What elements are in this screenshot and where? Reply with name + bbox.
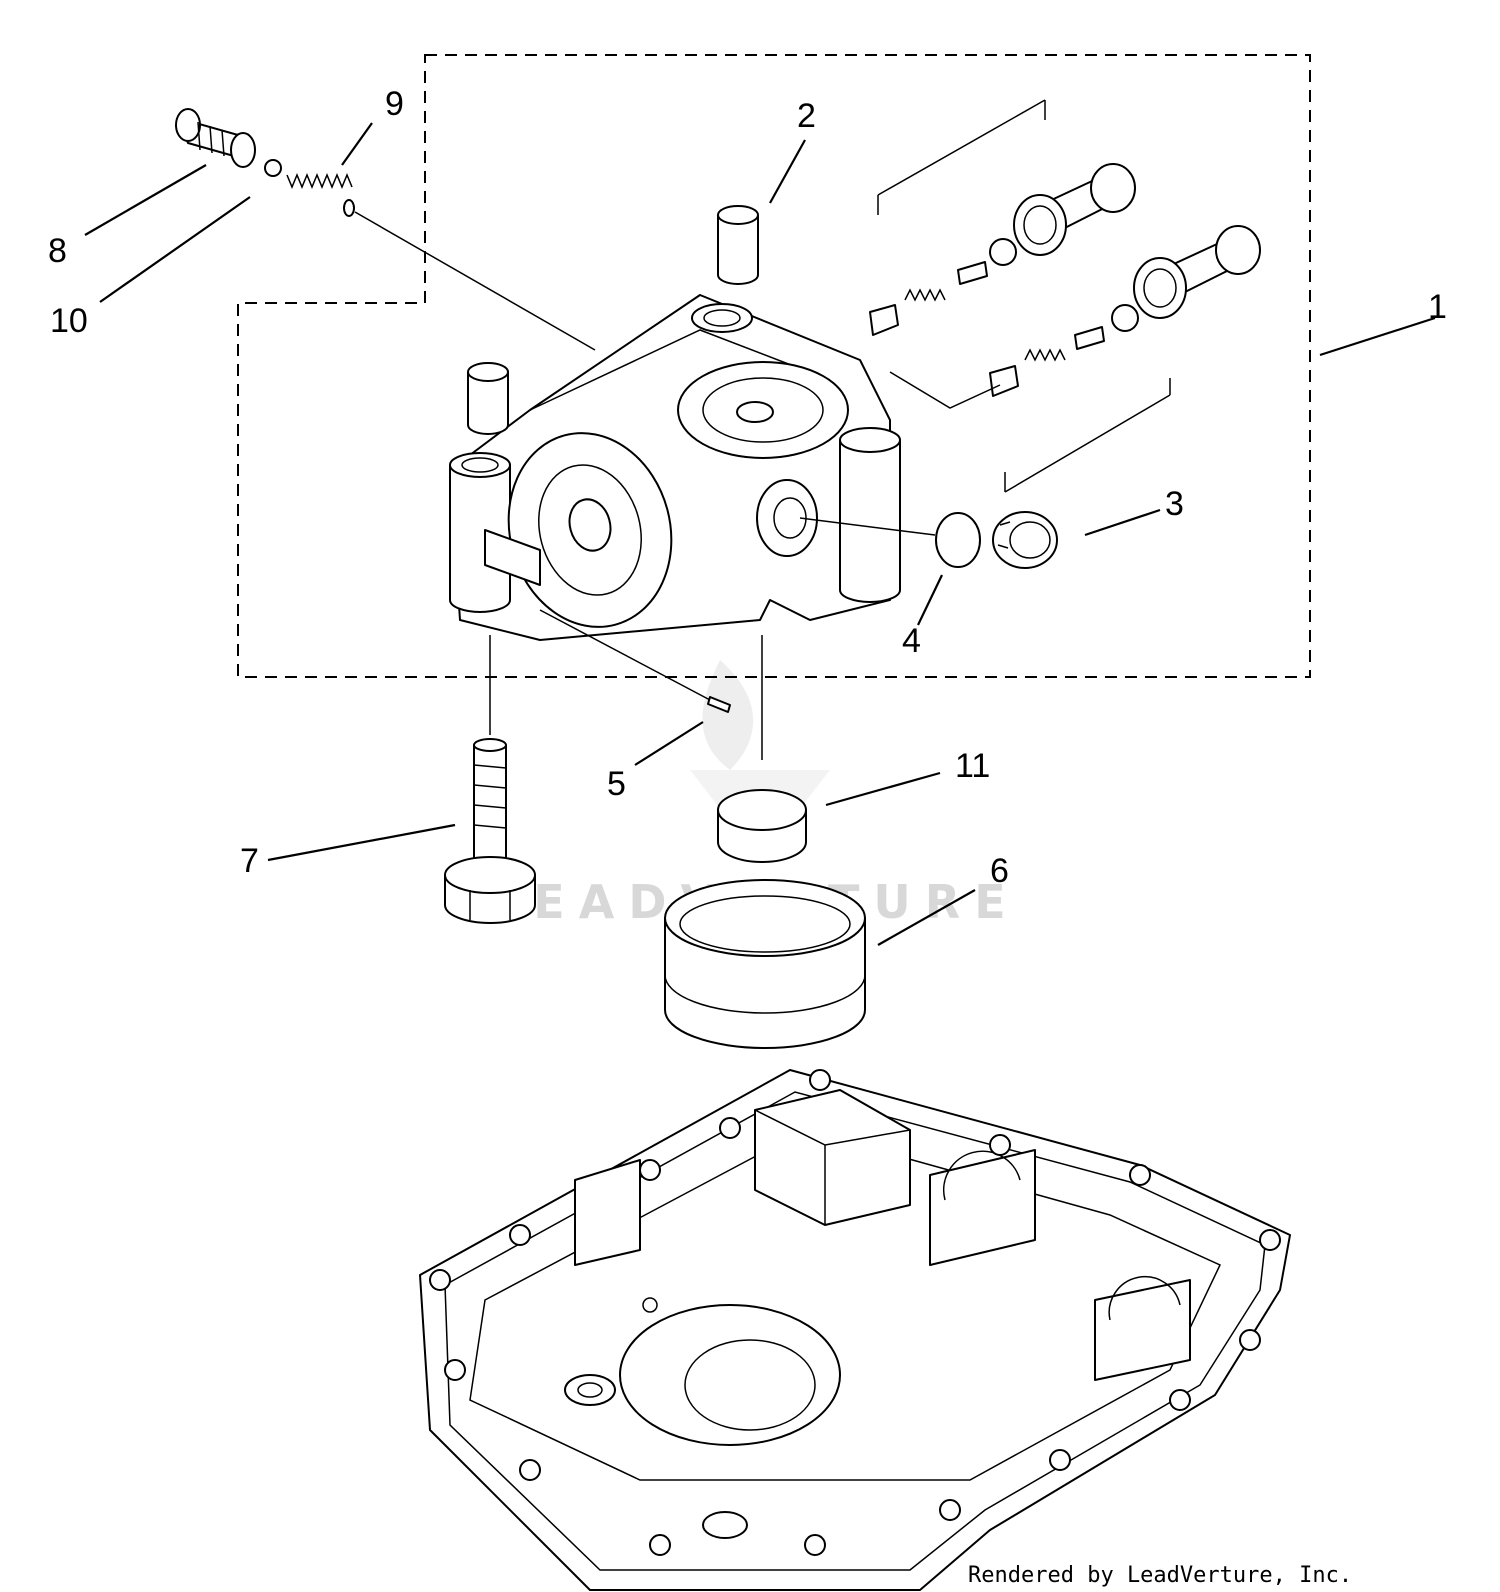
callout-9: 9 (385, 85, 404, 123)
relief-plug-8 (175, 108, 256, 168)
seal-6 (664, 879, 866, 1049)
lower-housing (419, 1069, 1291, 1591)
valve-axis-line (889, 371, 1001, 409)
render-credit: Rendered by LeadVerture, Inc. (968, 1563, 1352, 1588)
leader-4 (917, 574, 943, 626)
bushing-2 (717, 205, 759, 285)
leader-8 (84, 164, 207, 236)
callout-5: 5 (607, 765, 626, 803)
bushing-2b (467, 362, 509, 435)
callout-8: 8 (48, 232, 67, 270)
leader-5 (634, 721, 704, 766)
cap-11 (717, 789, 807, 863)
pin-axis-line (539, 609, 711, 701)
leader-11 (825, 771, 941, 807)
callout-11: 11 (955, 747, 990, 785)
plug-3 (992, 511, 1058, 569)
bolt-7 (444, 738, 536, 924)
callout-7: 7 (240, 842, 259, 880)
leader-9 (341, 122, 373, 166)
callout-6: 6 (990, 852, 1009, 890)
leader-7 (267, 823, 456, 862)
leader-10 (99, 196, 251, 303)
check-valve-lower (989, 225, 1261, 493)
callout-3: 3 (1165, 485, 1184, 523)
o-ring-4 (935, 512, 981, 568)
callout-10: 10 (50, 302, 88, 340)
check-valve-upper (869, 99, 1136, 336)
relief-ball-10 (264, 159, 282, 177)
spring-axis-line (354, 211, 596, 351)
pin-5 (707, 696, 731, 713)
leader-6 (877, 889, 976, 946)
callout-1: 1 (1428, 288, 1447, 326)
leader-2 (769, 139, 806, 204)
leader-3 (1084, 508, 1161, 537)
callout-2: 2 (797, 97, 816, 135)
callout-4: 4 (902, 622, 921, 660)
pump-housing (449, 294, 901, 641)
port-axis-line (799, 517, 936, 536)
leader-1 (1319, 316, 1436, 357)
relief-spring-9 (286, 173, 355, 217)
pump-assembly-boundary (237, 54, 1311, 678)
